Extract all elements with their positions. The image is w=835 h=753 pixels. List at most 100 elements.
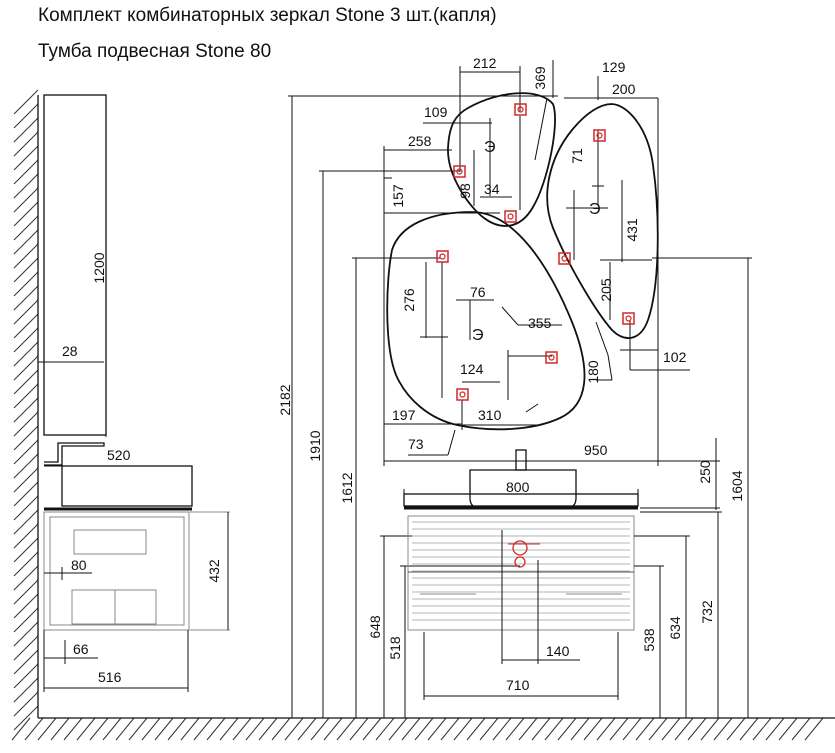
hatch-line [674, 717, 694, 741]
dim-label: 276 [401, 288, 417, 312]
dim-label: 800 [506, 479, 530, 495]
hatch-line [13, 663, 39, 689]
hatch-line [13, 201, 39, 227]
hatch-line [13, 579, 39, 605]
hatch-line [50, 717, 70, 741]
hatch-line [13, 159, 39, 185]
hatch-line [427, 717, 447, 741]
hatch-line [154, 717, 174, 741]
hatch-line [13, 593, 39, 619]
dim-label: 648 [367, 615, 383, 639]
hatch-line [13, 425, 39, 451]
mirror-right [546, 103, 659, 339]
hatch-line [13, 439, 39, 465]
dim-label: 538 [641, 628, 657, 652]
hatch-line [13, 243, 39, 269]
hatch-line [336, 717, 356, 741]
hatch-line [141, 717, 161, 741]
hatch-line [13, 187, 39, 213]
hatch-line [13, 341, 39, 367]
dim-label: 1604 [729, 470, 745, 501]
svg-text:Э: Э [472, 327, 484, 344]
dim-label: 180 [585, 360, 601, 384]
drawing-title: Комплект комбинаторных зеркал Stone 3 шт… [38, 5, 497, 26]
hatch-line [414, 717, 434, 741]
dim-label: 71 [569, 148, 585, 164]
dim-label: 98 [457, 183, 473, 199]
hatch-line [375, 717, 395, 741]
hatch-line [453, 717, 473, 741]
hatch-line [531, 717, 551, 741]
hatch-line [13, 327, 39, 353]
hatch-line [13, 229, 39, 255]
dim-label: 310 [478, 407, 502, 423]
hatch-line [13, 103, 39, 129]
hatch-line [323, 717, 343, 741]
hatch-line [13, 215, 39, 241]
side-basin [61, 465, 193, 507]
hatch-line [13, 313, 39, 339]
hatch-line [544, 717, 564, 741]
hatch-line [466, 717, 486, 741]
hatch-line [596, 717, 616, 741]
dim-label: 950 [584, 442, 608, 458]
dim-label: 1910 [307, 430, 323, 461]
dim-label: 200 [612, 81, 636, 97]
hatch-line [505, 717, 525, 741]
dim-label: 66 [73, 641, 89, 657]
hatch-line [13, 705, 39, 731]
dim-label: 157 [390, 184, 406, 208]
dim-label: 76 [470, 284, 486, 300]
hatch-line [297, 717, 317, 741]
hatch-line [232, 717, 252, 741]
dim-label: 129 [602, 59, 626, 75]
hatch-line [13, 649, 39, 675]
dim-label: 197 [392, 407, 416, 423]
hatch-line [13, 383, 39, 409]
hatch-line [791, 717, 811, 741]
hatch-line [440, 717, 460, 741]
hatch-line [13, 621, 39, 647]
countertop [403, 493, 639, 507]
dim-label: 431 [624, 218, 640, 242]
dim-label: 1200 [91, 252, 107, 283]
dim-label: 516 [98, 669, 122, 685]
hatch-line [648, 717, 668, 741]
hatch-line [76, 717, 96, 741]
hatch-line [13, 117, 39, 143]
dim-label: 73 [408, 436, 424, 452]
hatch-line [765, 717, 785, 741]
hatch-line [687, 717, 707, 741]
hatch-line [284, 717, 304, 741]
hatch-line [635, 717, 655, 741]
dim-label: 109 [424, 104, 448, 120]
hatch-line [13, 397, 39, 423]
hatch-line [258, 717, 278, 741]
hatch-line [13, 509, 39, 535]
hatch-line [13, 607, 39, 633]
hatch-line [570, 717, 590, 741]
hatch-line [13, 271, 39, 297]
dim-label: 710 [506, 677, 530, 693]
hatch-line [13, 551, 39, 577]
hatch-line [13, 481, 39, 507]
hatch-line [13, 145, 39, 171]
hatch-line [713, 717, 733, 741]
hatch-line [583, 717, 603, 741]
mount-points [436, 103, 635, 401]
hatch-line [700, 717, 720, 741]
dim-label: 28 [62, 343, 78, 359]
dim-label: 355 [528, 315, 552, 331]
hatch-line [219, 717, 239, 741]
hatch-line [804, 717, 824, 741]
dim-label: 205 [598, 278, 614, 302]
hatch-line [13, 299, 39, 325]
hatch-line [13, 467, 39, 493]
hatch-line [13, 565, 39, 591]
dim-label: 634 [667, 616, 683, 640]
mirror-top [447, 92, 556, 227]
dimension-labels: 1200 28 520 80 432 66 516 2182 1910 1612… [62, 55, 745, 693]
hatch-line [622, 717, 642, 741]
floor-hatch [11, 717, 824, 741]
